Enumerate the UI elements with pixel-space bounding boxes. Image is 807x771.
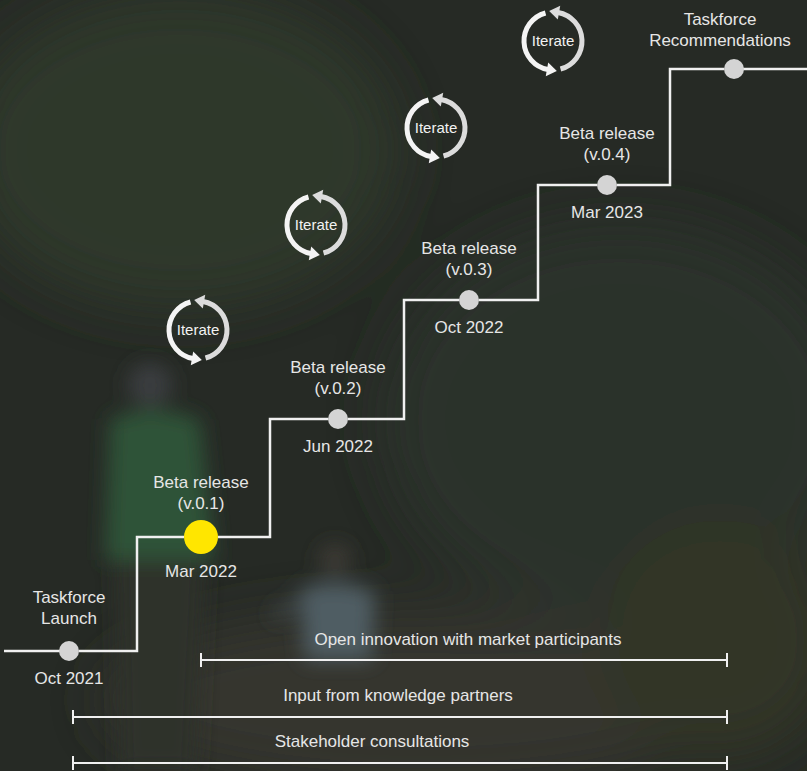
hiker-legs (115, 560, 205, 771)
cycle-arrowhead (309, 246, 320, 260)
cycle-arrowhead (432, 93, 443, 107)
milestone-date: Mar 2023 (571, 203, 643, 223)
milestone-label: Taskforce Launch (19, 588, 119, 629)
cycle-arrowhead (429, 149, 440, 163)
range-tick (72, 710, 74, 724)
range-label: Stakeholder consultations (275, 732, 470, 752)
child-head (319, 544, 351, 576)
cycle-arrowhead (194, 295, 205, 309)
milestone-label: Beta release (v.0.2) (273, 358, 403, 399)
cycle-label: Iterate (532, 32, 575, 50)
iterate-cycle: Iterate (162, 294, 234, 366)
cycle-label: Iterate (415, 119, 458, 137)
milestone-dot: Beta release (v.0.4)Mar 2023 (597, 175, 617, 195)
milestone-label: Beta release (v.0.4) (542, 124, 672, 165)
cycle-label: Iterate (177, 321, 220, 339)
cycle-arrowhead (191, 351, 202, 365)
cycle-arrowhead (549, 6, 560, 20)
range-tick (726, 710, 728, 724)
milestone-dot: Beta release (v.0.1)Mar 2022 (184, 520, 218, 554)
timeline-lead (4, 650, 60, 653)
cycle-label: Iterate (295, 216, 338, 234)
hikers (105, 363, 375, 771)
range-label: Open innovation with market participants (314, 630, 621, 650)
milestone-label: Beta release (v.0.3) (404, 239, 534, 280)
milestone-date: Oct 2021 (35, 669, 104, 689)
foliage (0, 0, 400, 310)
range-tick (726, 653, 728, 667)
hiker-head (128, 363, 172, 407)
milestone-label: Beta release (v.0.1) (136, 473, 266, 514)
iterate-cycle: Iterate (400, 92, 472, 164)
cycle-arrowhead (546, 62, 557, 76)
milestone-date: Oct 2022 (435, 318, 504, 338)
range-brackets (73, 653, 727, 770)
iterate-cycle: Iterate (517, 5, 589, 77)
milestone-dot: Beta release (v.0.2)Jun 2022 (328, 409, 348, 429)
range-label: Input from knowledge partners (283, 686, 513, 706)
milestone-dot: Taskforce Recommendations (724, 59, 744, 79)
range-line (73, 762, 727, 764)
milestone-date: Jun 2022 (303, 437, 373, 457)
milestone-dot: Beta release (v.0.3)Oct 2022 (459, 290, 479, 310)
range-tick (726, 756, 728, 770)
range-tick (72, 756, 74, 770)
range-tick (200, 653, 202, 667)
foliage (600, 520, 807, 760)
cycle-arrowhead (312, 190, 323, 204)
milestone-dot: Taskforce LaunchOct 2021 (59, 641, 79, 661)
child-arm (272, 596, 305, 620)
range-line (201, 659, 727, 661)
milestone-label: Taskforce Recommendations (635, 10, 805, 51)
timeline-tail (743, 68, 807, 71)
milestone-date: Mar 2022 (165, 562, 237, 582)
iterate-cycle: Iterate (280, 189, 352, 261)
range-line (73, 716, 727, 718)
